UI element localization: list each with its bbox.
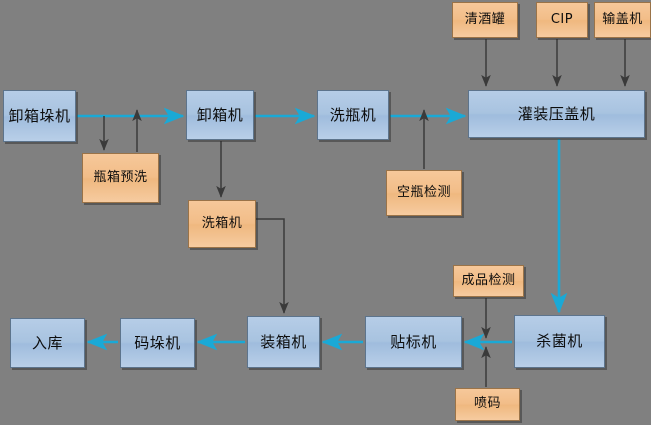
flow-node-n9[interactable]: 输盖机 <box>594 2 651 38</box>
flow-node-n7[interactable]: 清酒罐 <box>452 2 518 38</box>
flow-node-label: 喷码 <box>473 396 501 412</box>
flow-node-n4[interactable]: 洗箱机 <box>188 200 256 248</box>
flow-node-label: 入库 <box>31 333 63 352</box>
flow-node-label: CIP <box>550 11 574 27</box>
flow-node-label: 清酒罐 <box>464 11 506 27</box>
flow-node-label: 洗瓶机 <box>329 105 377 124</box>
flow-node-label: 空瓶检测 <box>396 184 451 200</box>
flow-node-label: 装箱机 <box>260 332 307 351</box>
flow-node-label: 成品检测 <box>461 272 516 288</box>
flow-node-n3[interactable]: 卸箱机 <box>186 90 254 140</box>
flow-node-n6[interactable]: 空瓶检测 <box>386 170 462 216</box>
flow-node-n11[interactable]: 杀菌机 <box>514 315 605 368</box>
flow-node-label: 灌装压盖机 <box>517 104 596 123</box>
flow-node-n14[interactable]: 贴标机 <box>365 316 462 368</box>
flow-node-n8[interactable]: CIP <box>536 2 588 38</box>
flow-node-n2[interactable]: 瓶箱预洗 <box>82 153 159 203</box>
flow-node-label: 杀菌机 <box>536 332 583 351</box>
flow-node-n17[interactable]: 入库 <box>10 318 85 368</box>
flow-node-label: 码垛机 <box>134 333 181 352</box>
edge-xixiangji-to-zhuangxiangji <box>256 218 289 314</box>
flow-node-n12[interactable]: 成品检测 <box>453 265 524 297</box>
flow-node-n15[interactable]: 装箱机 <box>247 316 320 368</box>
flow-node-label: 输盖机 <box>602 11 643 27</box>
flow-node-n1[interactable]: 卸箱垛机 <box>3 90 76 142</box>
flow-node-label: 瓶箱预洗 <box>93 169 148 185</box>
flow-node-label: 卸箱机 <box>196 105 244 124</box>
flow-node-n13[interactable]: 喷码 <box>455 388 520 421</box>
flow-node-n10[interactable]: 灌装压盖机 <box>468 90 645 138</box>
flow-node-n16[interactable]: 码垛机 <box>120 318 195 368</box>
flow-node-label: 贴标机 <box>390 332 437 351</box>
flow-node-label: 卸箱垛机 <box>8 106 71 125</box>
main-flow-edges <box>77 107 568 351</box>
flow-node-label: 洗箱机 <box>201 215 243 231</box>
flow-node-n5[interactable]: 洗瓶机 <box>317 90 389 140</box>
